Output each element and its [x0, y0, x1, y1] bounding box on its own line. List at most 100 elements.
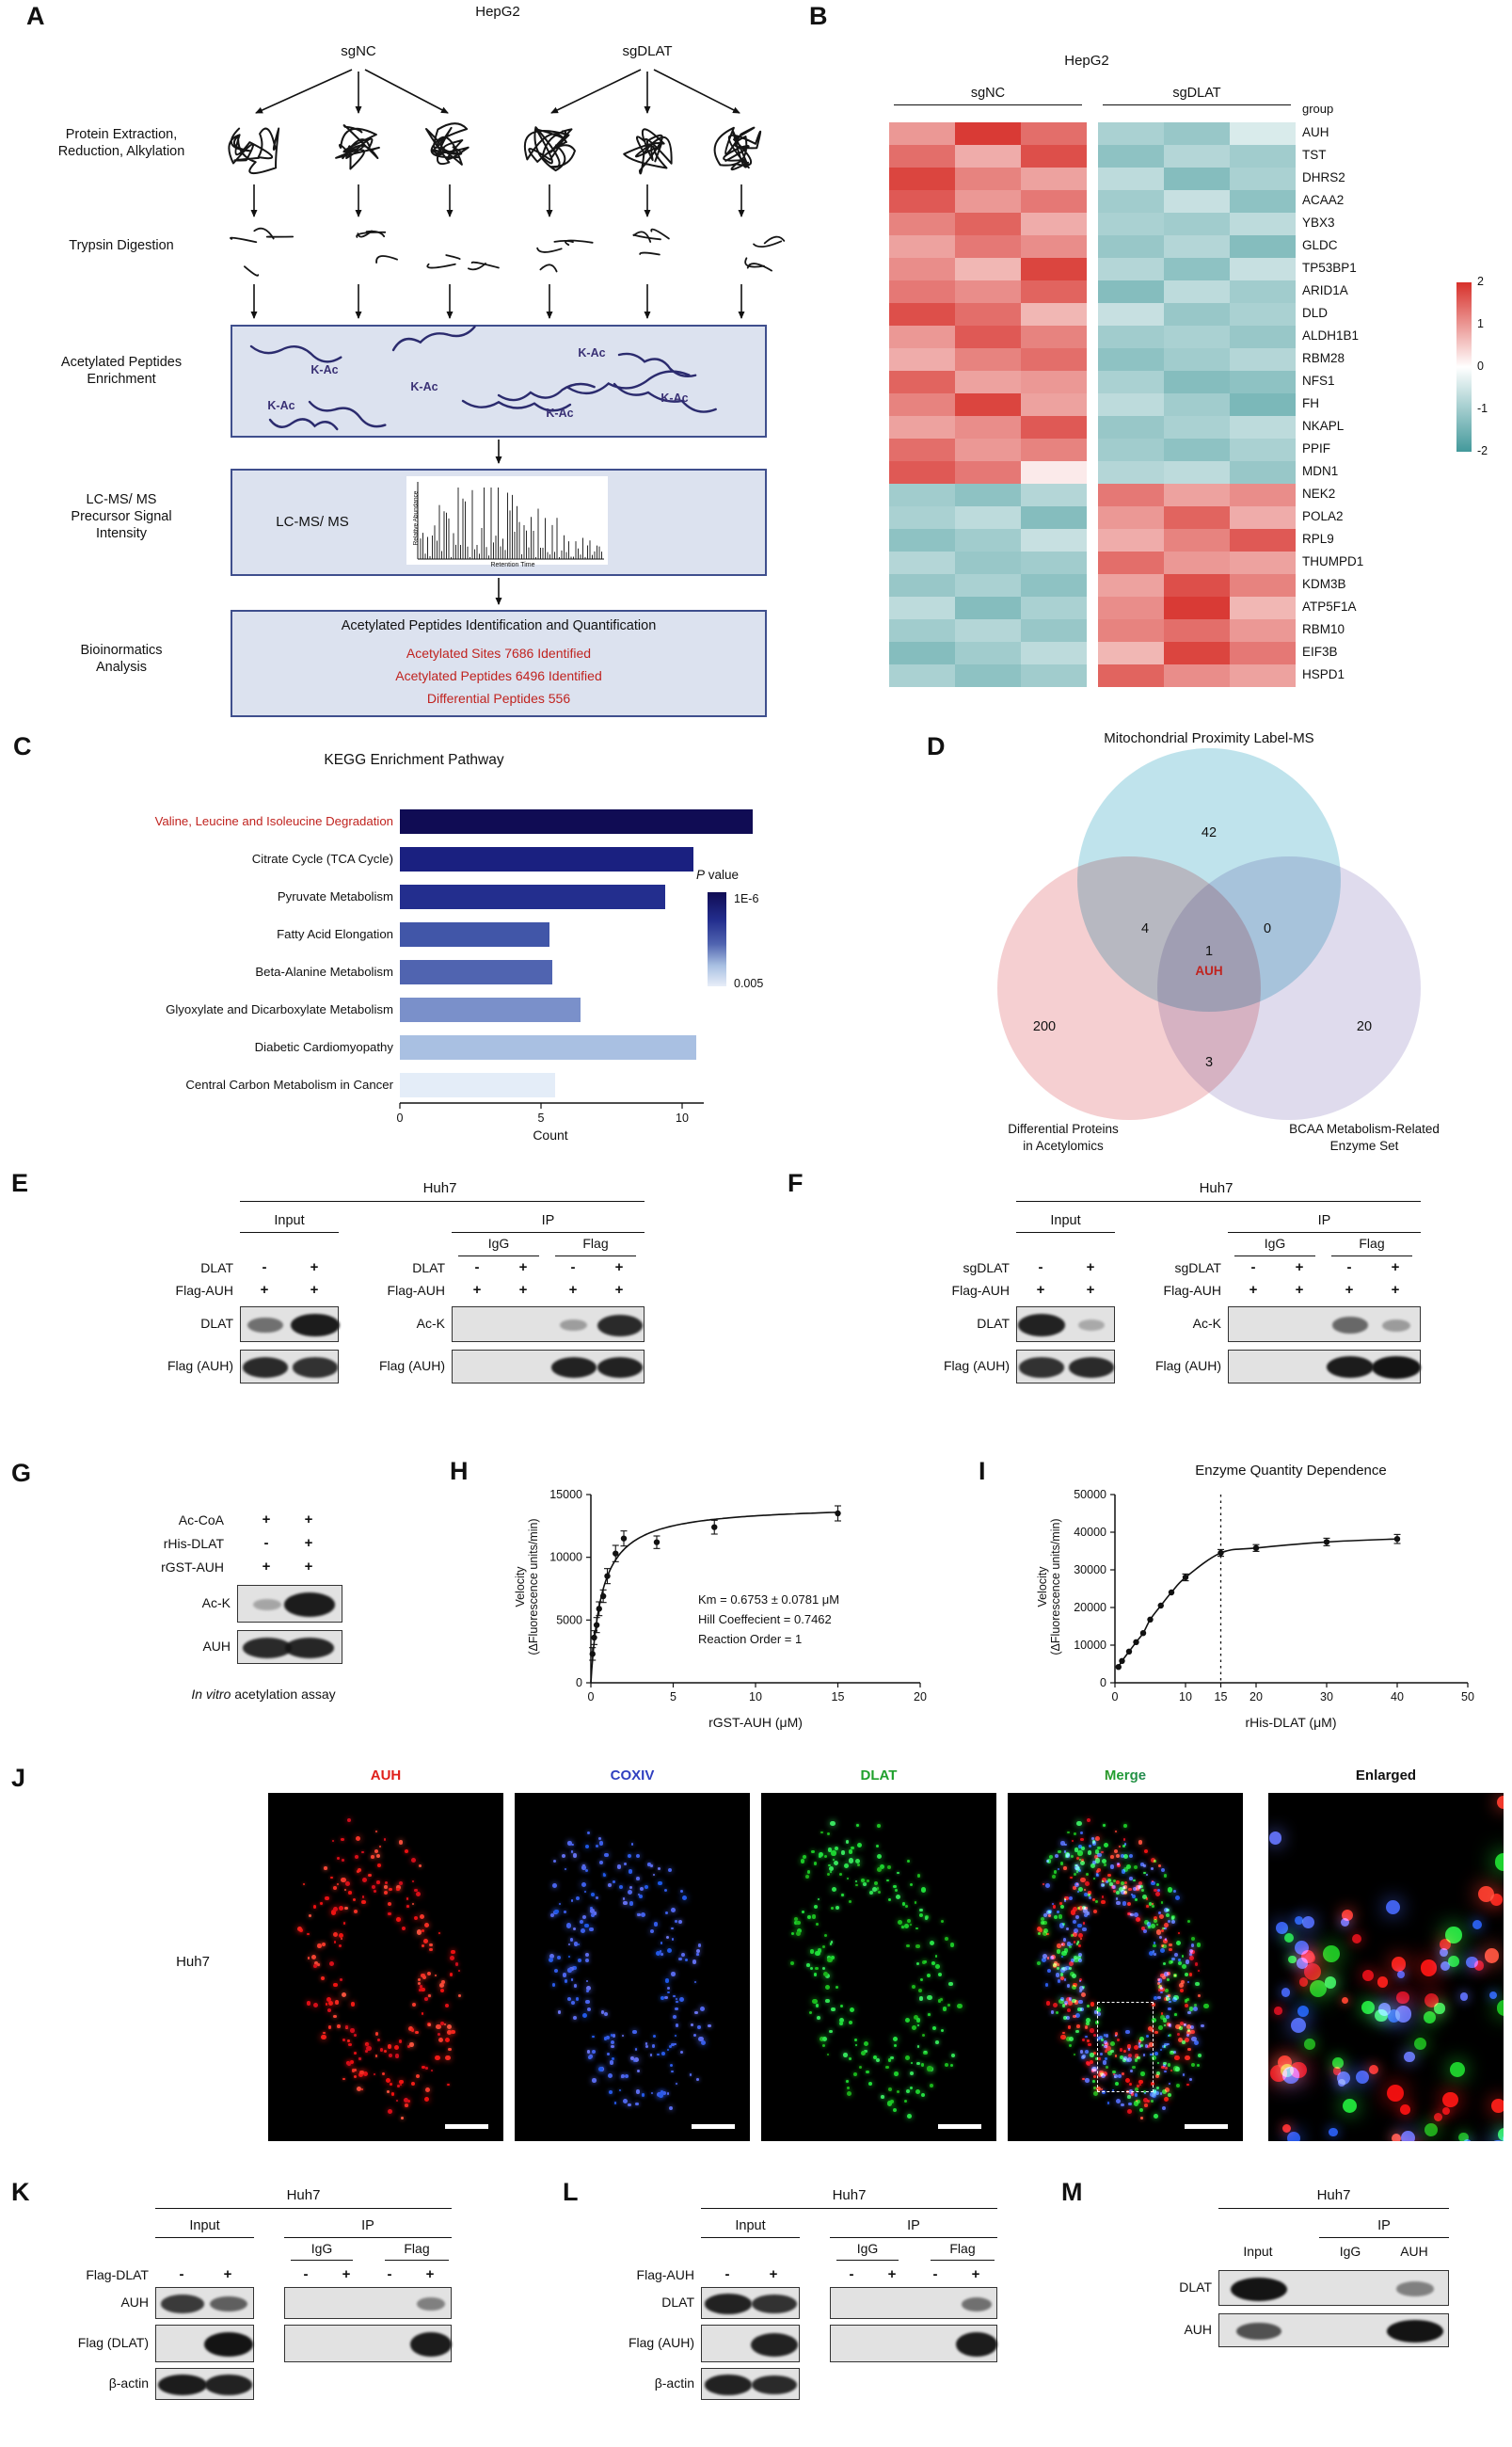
fluorescence-dot [1281, 1988, 1291, 1997]
fluorescence-dot [348, 2042, 352, 2047]
condition-symbol: + [304, 1535, 313, 1551]
fluorescence-dot [1064, 2003, 1068, 2006]
fluorescence-dot [949, 1943, 955, 1947]
fluorescence-dot [831, 1906, 835, 1910]
heatmap-cell [1230, 326, 1296, 348]
heatmap-cell [1098, 484, 1164, 506]
fluorescence-dot [866, 1879, 870, 1883]
fluorescence-dot [383, 1890, 388, 1895]
fluorescence-dot [567, 1943, 570, 1945]
fluorescence-dot [1076, 2024, 1080, 2028]
fluorescence-dot [848, 1858, 853, 1863]
fluorescence-dot [880, 1864, 884, 1869]
fluorescence-dot [1147, 2025, 1153, 2031]
fluorescence-dot [822, 1971, 828, 1976]
fluorescence-dot [840, 1850, 846, 1855]
h-x-axis-label: rGST-AUH (μM) [708, 1715, 803, 1730]
fluorescence-dot [598, 1836, 602, 1840]
sgnc-underline [894, 104, 1082, 105]
heatmap-cell [955, 348, 1021, 371]
fluorescence-dot [629, 1901, 634, 1906]
bar-category-label: Beta-Alanine Metabolism [255, 965, 393, 979]
blot-cell-line: Huh7 [286, 2187, 321, 2203]
condition-symbol: - [849, 2266, 854, 2282]
if-image-merge [1008, 1793, 1243, 2141]
heatmap-cell [1098, 168, 1164, 190]
fluorescence-dot [415, 2073, 421, 2079]
heatmap-cell [1021, 439, 1087, 461]
data-point [1147, 1616, 1154, 1623]
condition-symbol: - [387, 2266, 392, 2282]
fluorescence-dot [1473, 1960, 1485, 1971]
gene-label: PPIF [1302, 441, 1331, 456]
fluorescence-dot [1073, 1927, 1078, 1933]
fluorescence-dot [1113, 1889, 1117, 1893]
fluorescence-dot [1375, 2008, 1388, 2023]
fluorescence-dot [1136, 1917, 1140, 1922]
heatmap-group-sgnc: sgNC [970, 86, 1006, 101]
heatmap-cell [1230, 303, 1296, 326]
fluorescence-dot [590, 1907, 593, 1911]
panel-label-d: D [927, 732, 946, 760]
fluorescence-dot [610, 2039, 615, 2045]
fluorescence-dot [439, 1989, 444, 1993]
fluorescence-dot [1128, 2083, 1132, 2087]
fluorescence-dot [361, 1895, 365, 1899]
fluorescence-dot [1058, 1979, 1061, 1983]
heatmap-cell [955, 416, 1021, 439]
fluorescence-dot [599, 1841, 604, 1846]
fluorescence-dot [806, 1963, 810, 1967]
heatmap-cell [1098, 348, 1164, 371]
input-header: Input [735, 2218, 766, 2233]
fluorescence-dot [813, 1862, 818, 1865]
fluorescence-dot [1096, 2037, 1101, 2040]
fluorescence-dot [839, 2018, 845, 2023]
fluorescence-dot [895, 1894, 901, 1900]
fluorescence-dot [1152, 1943, 1156, 1948]
ip-header: IP [1317, 1213, 1331, 1228]
fluorescence-dot [894, 1888, 898, 1892]
fluorescence-dot [1119, 1887, 1124, 1893]
axis-tick-label: 20 [914, 1690, 927, 1703]
fluorescence-dot [827, 1957, 833, 1962]
fluorescence-dot [1090, 2069, 1095, 2072]
fluorescence-dot [1138, 2079, 1144, 2085]
fluorescence-dot [637, 1913, 641, 1917]
fluorescence-dot [1078, 1979, 1082, 1983]
fluorescence-dot [670, 2070, 674, 2073]
fluorescence-dot [1098, 2035, 1103, 2039]
fluorescence-dot [581, 1865, 586, 1870]
fluorescence-dot [458, 1993, 461, 1997]
condition-symbol: + [1391, 1282, 1400, 1298]
fluorescence-dot [1190, 2029, 1195, 2035]
fluorescence-dot [1081, 1927, 1087, 1932]
fluorescence-dot [404, 1848, 408, 1853]
data-point [1252, 1544, 1260, 1552]
fluorescence-dot [1162, 2064, 1166, 2067]
fluorescence-dot [1154, 2051, 1159, 2055]
axis-tick-label: 30000 [1074, 1563, 1106, 1576]
fluorescence-dot [1171, 1958, 1175, 1961]
fluorescence-dot [451, 2029, 455, 2035]
gene-label: DHRS2 [1302, 170, 1345, 184]
kegg-bar [400, 1073, 555, 1097]
condition-label: rGST-AUH [161, 1559, 224, 1575]
fluorescence-dot [1184, 2037, 1189, 2042]
fluorescence-dot [1080, 2055, 1086, 2060]
fluorescence-dot [607, 2052, 611, 2055]
fluorescence-dot [887, 2058, 892, 2063]
fluorescence-dot [1284, 1933, 1295, 1943]
fluorescence-dot [354, 2033, 358, 2037]
fluorescence-dot [403, 2098, 408, 2103]
step-enrichment-2: Enrichment [87, 372, 156, 387]
heatmap-cell [889, 280, 955, 303]
heatmap-cell [1164, 393, 1230, 416]
fluorescence-dot [1077, 1943, 1081, 1947]
fluorescence-dot [628, 1853, 632, 1858]
heatmap-color-scale [1456, 282, 1472, 452]
fluorescence-dot [570, 1899, 574, 1902]
fluorescence-dot [1102, 1883, 1105, 1887]
axis-tick-label: 0 [576, 1676, 582, 1689]
fluorescence-dot [654, 1922, 659, 1927]
fluorescence-dot [653, 1873, 656, 1877]
